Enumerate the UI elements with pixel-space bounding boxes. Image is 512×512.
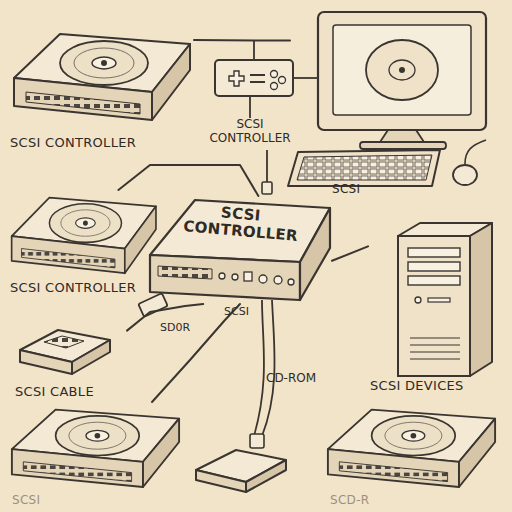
tower-vent (410, 338, 460, 359)
button-symbol (279, 77, 286, 84)
disk-drive-node: SCSI (8, 402, 188, 510)
disk-drive (12, 410, 179, 487)
keyboard-keys (297, 155, 432, 180)
dpad-symbol (229, 71, 244, 86)
cable-connector (118, 165, 258, 196)
tower-side (470, 223, 492, 376)
device-label: SCSI CONTROLLER (10, 136, 192, 151)
computer-node: SCSI (290, 8, 490, 200)
controller-top (150, 200, 330, 262)
screen-disc-spindle (399, 67, 405, 73)
port-knob (259, 275, 267, 283)
port-knob (288, 279, 294, 285)
device-label: SCSI (12, 494, 112, 508)
drive-bay (408, 248, 460, 257)
device-label: SCD-R (330, 494, 430, 508)
port-jack (244, 272, 252, 281)
drive-bay (408, 276, 460, 285)
controller-side (300, 208, 330, 300)
controller-box: SCSI CONTROLLER (148, 196, 332, 304)
part-label: SCSI (224, 306, 264, 319)
cable (254, 300, 264, 436)
wire (293, 77, 318, 79)
disk-drive-node: SCD-R (322, 402, 500, 510)
part-label: SCSI CONTROLLER (200, 118, 300, 146)
disk-drive-node: SCSI CONTROLLER (8, 26, 194, 154)
mouse (453, 165, 477, 185)
equals-symbol (250, 75, 265, 82)
port-knob (274, 276, 282, 284)
disk-drive (328, 410, 495, 487)
cdrom-side (246, 460, 286, 492)
power-button (415, 297, 421, 303)
cable-connector (152, 304, 240, 402)
part-label: CD-ROM (266, 372, 336, 386)
cable-plug (262, 182, 272, 194)
tower-front (398, 236, 470, 376)
button-symbol (271, 71, 278, 78)
mouse-cord (465, 140, 486, 164)
tower-slot (428, 298, 450, 302)
monitor-base (360, 142, 446, 149)
port-jack (219, 273, 225, 279)
port-jack (232, 274, 238, 280)
disk-drive (12, 198, 156, 274)
cable-plug (250, 434, 264, 448)
tower-node: SCSI DEVICES (368, 220, 494, 396)
device-label: SCSI DEVICES (370, 379, 492, 394)
monitor-frame (318, 12, 486, 130)
device-label: SCSI CONTROLLER (183, 201, 298, 245)
wire (266, 150, 268, 182)
part-label: SD0R (160, 322, 204, 335)
cable (262, 300, 275, 436)
port-row (158, 266, 212, 279)
cable-connector (332, 246, 368, 260)
wire (253, 40, 255, 60)
connector-front (20, 350, 72, 374)
monitor-screen (333, 25, 471, 115)
device-label: SCSI CABLE (15, 385, 127, 400)
cable-plug (138, 293, 167, 317)
cable-connector (194, 39, 290, 42)
button-symbol (271, 83, 278, 90)
device-label: SCSI (332, 183, 392, 197)
connector-pins (44, 336, 84, 348)
monitor-stand (380, 130, 424, 142)
disk-drive (14, 34, 190, 120)
connector-side (72, 340, 110, 374)
screen-disc-hub (389, 60, 415, 80)
disk-drive-node: SCSI CONTROLLER (8, 190, 146, 296)
wire (249, 96, 251, 118)
gamepad-box (215, 60, 293, 96)
cdrom-front (196, 470, 246, 492)
drive-bay (408, 262, 460, 271)
controller-front (150, 255, 300, 300)
screen-disc (366, 40, 438, 100)
cable-connector-node: SCSI CABLE (12, 318, 127, 402)
device-label: SCSI CONTROLLER (10, 281, 146, 296)
keyboard (288, 150, 440, 186)
